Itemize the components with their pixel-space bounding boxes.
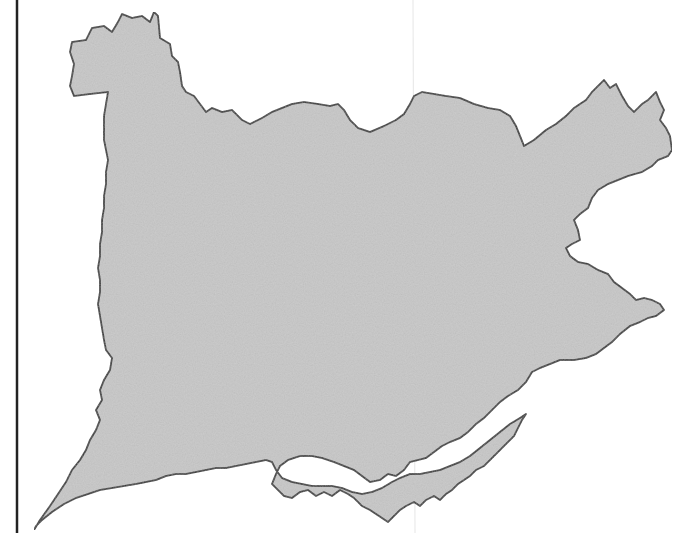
region-shape [33, 11, 673, 531]
